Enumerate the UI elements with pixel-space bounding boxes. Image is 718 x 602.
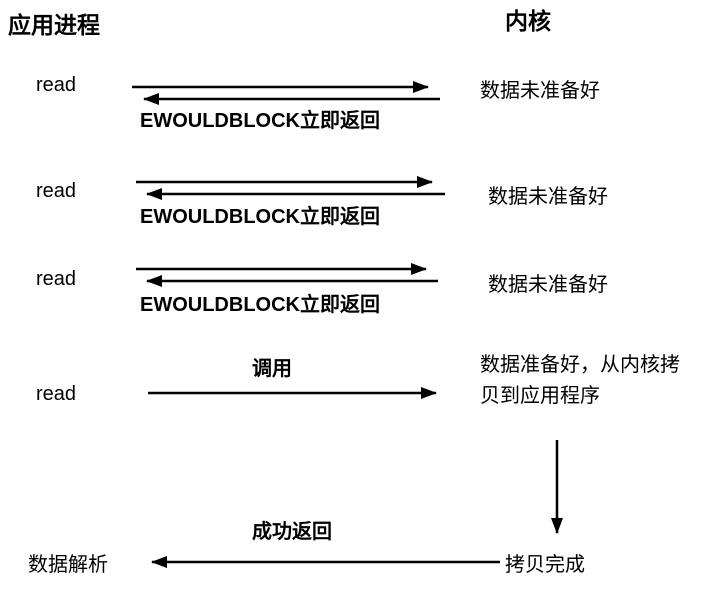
right-column-header: 内核	[505, 8, 551, 34]
copy-done-label: 拷贝完成	[505, 554, 585, 576]
data-parse-label: 数据解析	[28, 554, 108, 576]
read-label-2: read	[36, 180, 77, 202]
kernel-status-3: 数据未准备好	[488, 274, 608, 296]
arrow-label-call: 调用	[252, 358, 292, 380]
arrow-label-1: EWOULDBLOCK立即返回	[140, 110, 380, 132]
read-label-4: read	[36, 383, 77, 405]
arrow-label-success: 成功返回	[252, 521, 332, 543]
kernel-status-2: 数据未准备好	[488, 186, 608, 208]
arrow-label-3: EWOULDBLOCK立即返回	[140, 294, 380, 316]
read-label-1: read	[36, 74, 77, 96]
kernel-status-1: 数据未准备好	[480, 80, 600, 102]
left-column-header: 应用进程	[8, 12, 100, 38]
kernel-status-4: 数据准备好，从内核拷贝到应用程序	[480, 354, 680, 407]
arrow-label-2: EWOULDBLOCK立即返回	[140, 206, 380, 228]
read-label-3: read	[36, 268, 77, 290]
